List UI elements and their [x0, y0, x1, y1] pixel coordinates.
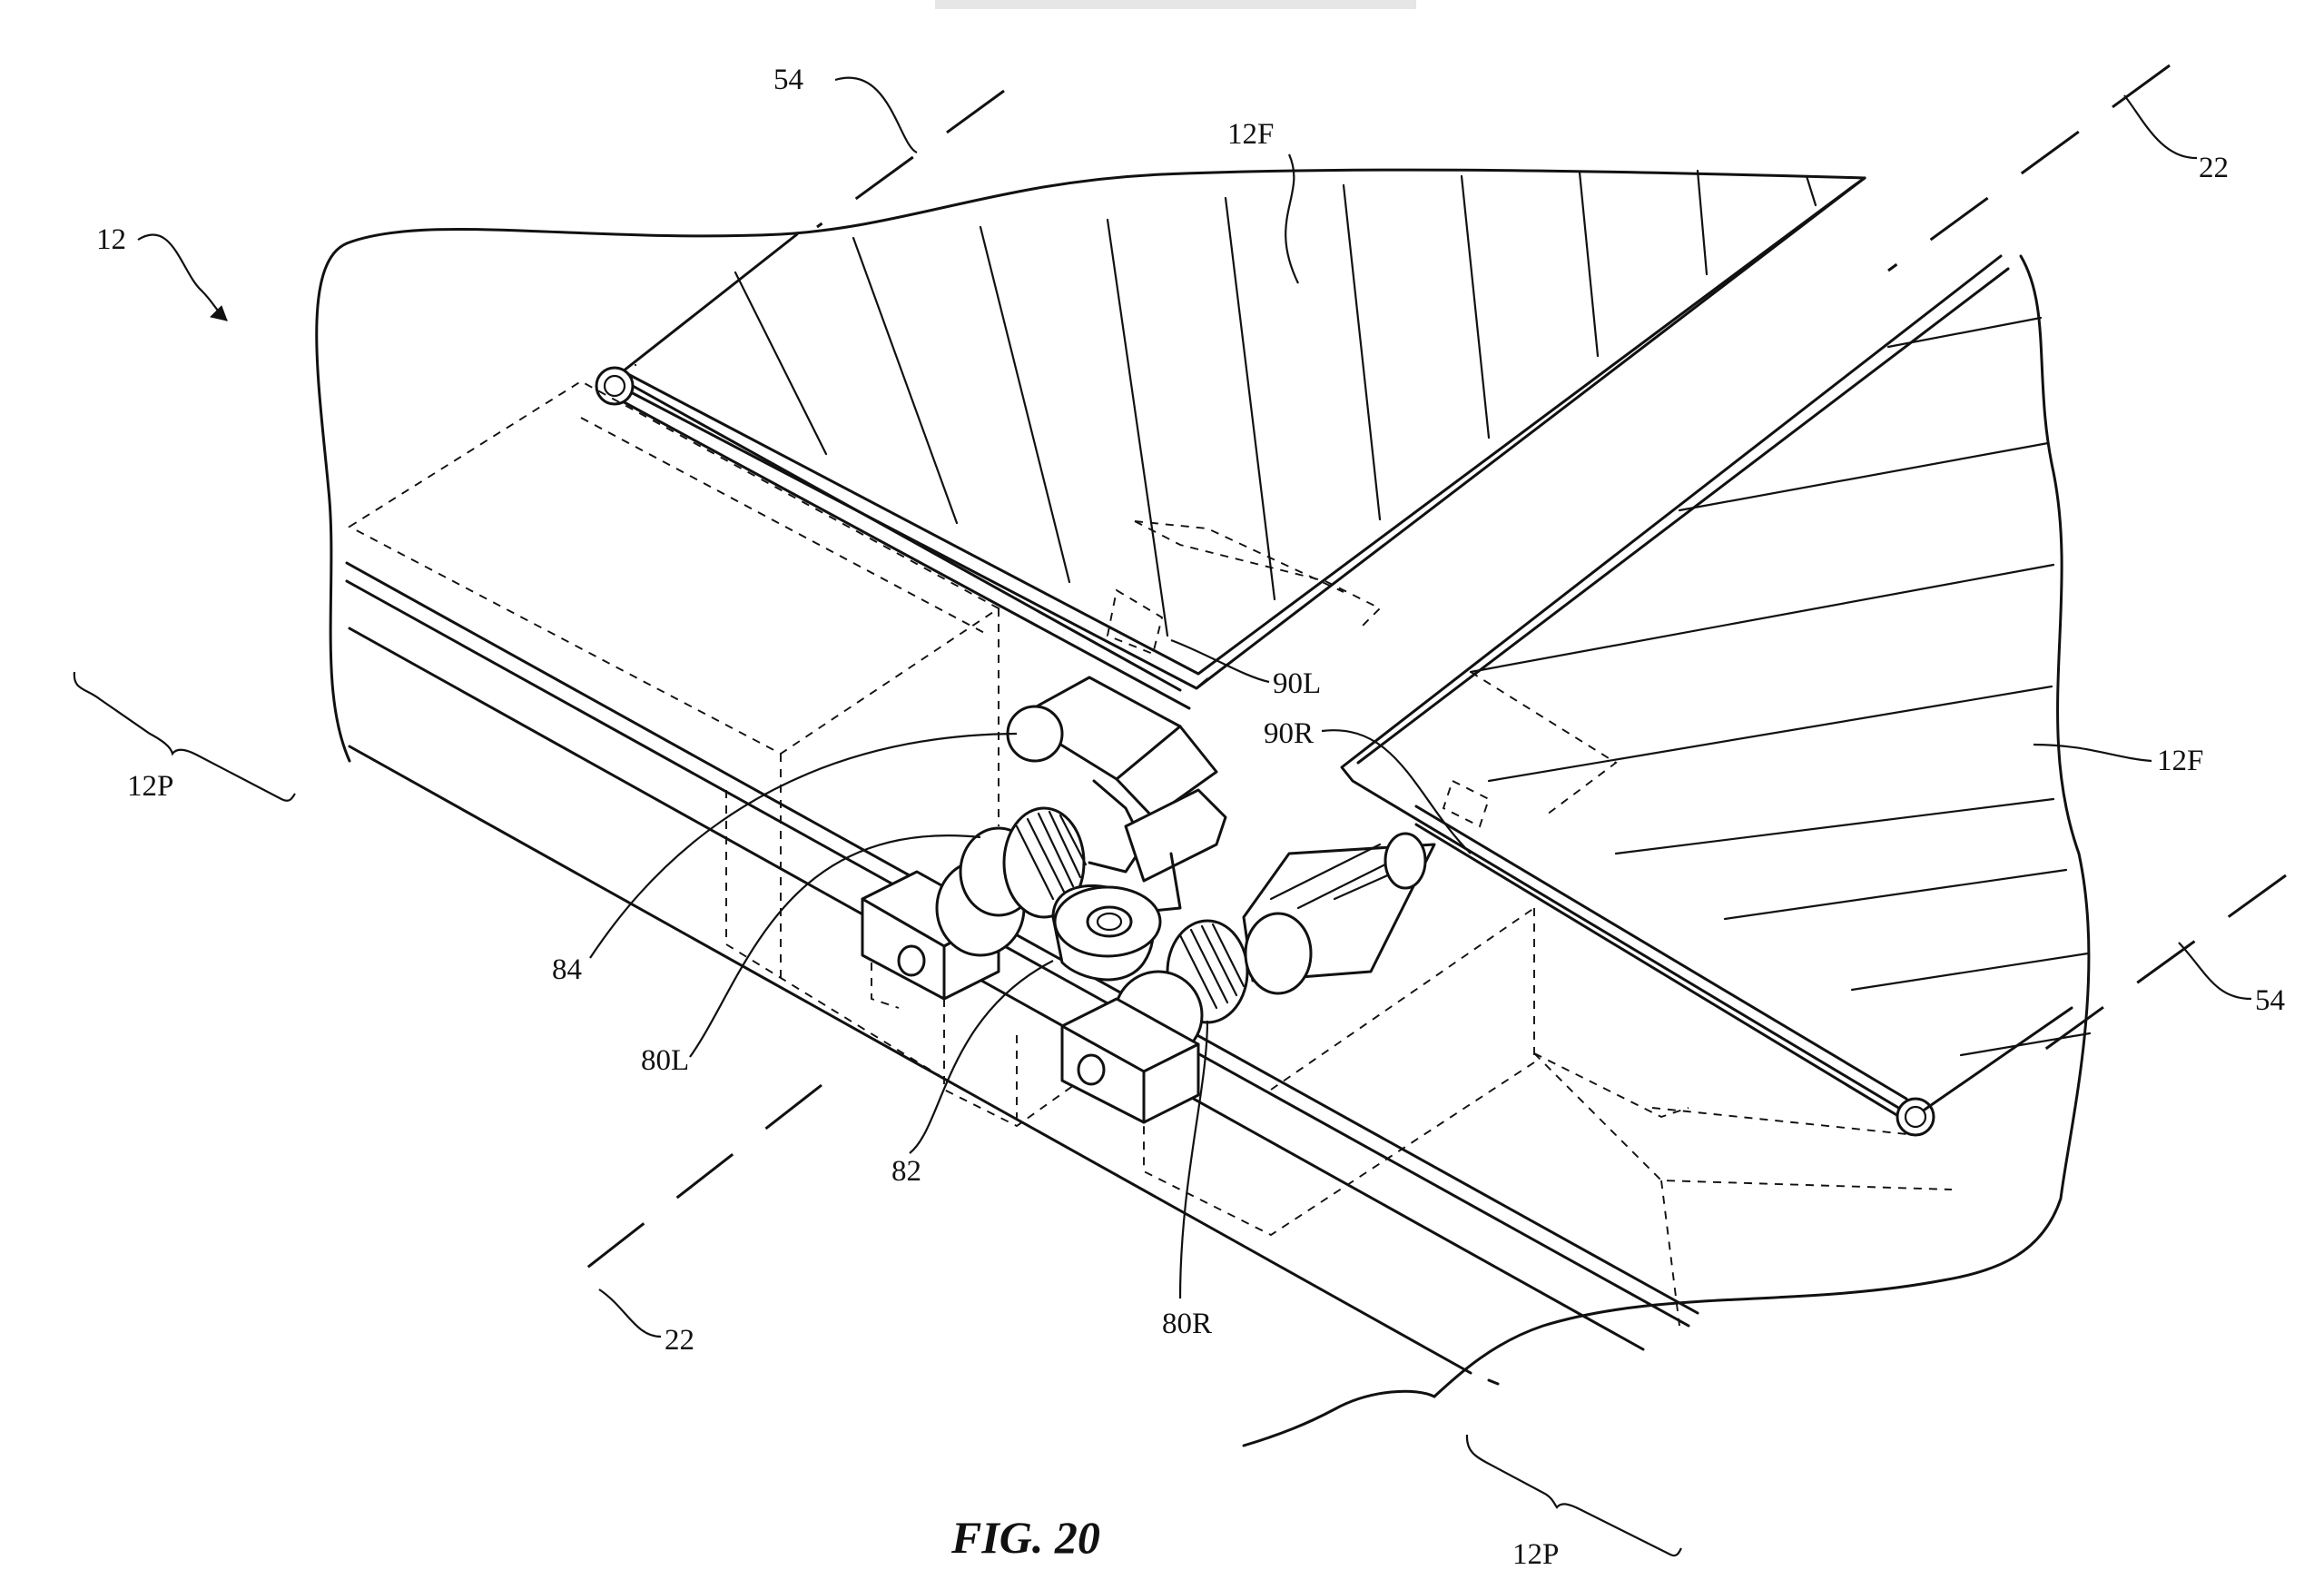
- label-80L: 80L: [641, 1044, 689, 1077]
- label-84: 84: [552, 953, 582, 986]
- flap-right-12F: [1342, 256, 2090, 1135]
- figure-caption: FIG. 20: [950, 1512, 1100, 1563]
- mechanism: [862, 677, 1434, 1122]
- fold-axis-54-top: [817, 91, 1004, 227]
- label-82: 82: [891, 1155, 921, 1188]
- flap-left-12F: [596, 171, 1865, 708]
- axes: [559, 65, 2286, 1289]
- label-12F-top: 12F: [1227, 118, 1274, 151]
- label-12: 12: [96, 223, 126, 256]
- label-22-bottom: 22: [665, 1324, 694, 1357]
- label-54-top: 54: [773, 64, 803, 96]
- fold-axis-54-right: [2024, 875, 2286, 1064]
- label-90R: 90R: [1264, 717, 1314, 750]
- label-12P-bottom: 12P: [1512, 1538, 1559, 1570]
- label-54-right: 54: [2255, 984, 2285, 1017]
- top-shadow-strip: [935, 0, 1416, 9]
- label-90L: 90L: [1273, 667, 1321, 700]
- label-12F-right: 12F: [2157, 745, 2203, 777]
- label-80R: 80R: [1162, 1308, 1212, 1340]
- bend-axis-22-top: [1888, 65, 2170, 271]
- label-12P-left: 12P: [127, 770, 173, 803]
- label-22-top: 22: [2199, 152, 2229, 184]
- base-portion-12P: [347, 563, 1698, 1384]
- bend-axis-22-bottom: [559, 1085, 822, 1289]
